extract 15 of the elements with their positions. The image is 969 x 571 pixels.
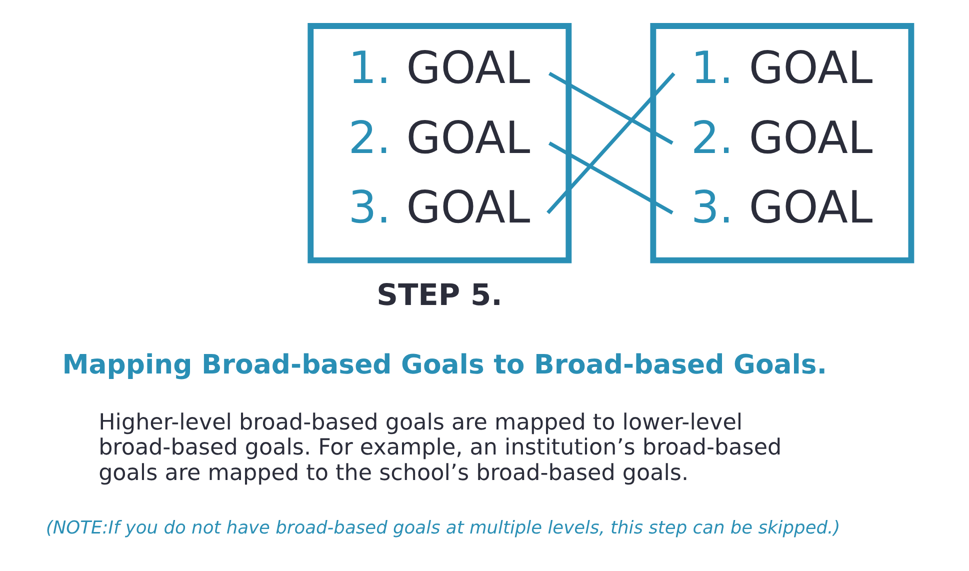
cluster	[650, 23, 914, 264]
label: Mapping Broad-based Goals to Broad-based Goals.	[62, 350, 827, 381]
node-text: 3. GOAL	[348, 182, 530, 234]
label: Higher-level broad-based goals are mapped to lower-level broad-based goals. For example, an institution’s broad-based goals are mapped to the school’s broad-based goals.	[98, 409, 782, 486]
connector	[548, 72, 674, 145]
node-text: 1. GOAL	[690, 43, 873, 94]
cluster	[308, 23, 572, 264]
label: STEP 5.	[376, 276, 502, 312]
connector	[546, 72, 676, 214]
connector	[548, 142, 674, 214]
node-text: 2. GOAL	[348, 112, 530, 164]
node-text: 1. GOAL	[348, 43, 530, 94]
label: (NOTE:If you do not have broad-based goals at multiple levels, this step can be skipped.)	[46, 517, 840, 538]
node-text: 2. GOAL	[690, 112, 873, 164]
node-text: 3. GOAL	[690, 182, 873, 234]
